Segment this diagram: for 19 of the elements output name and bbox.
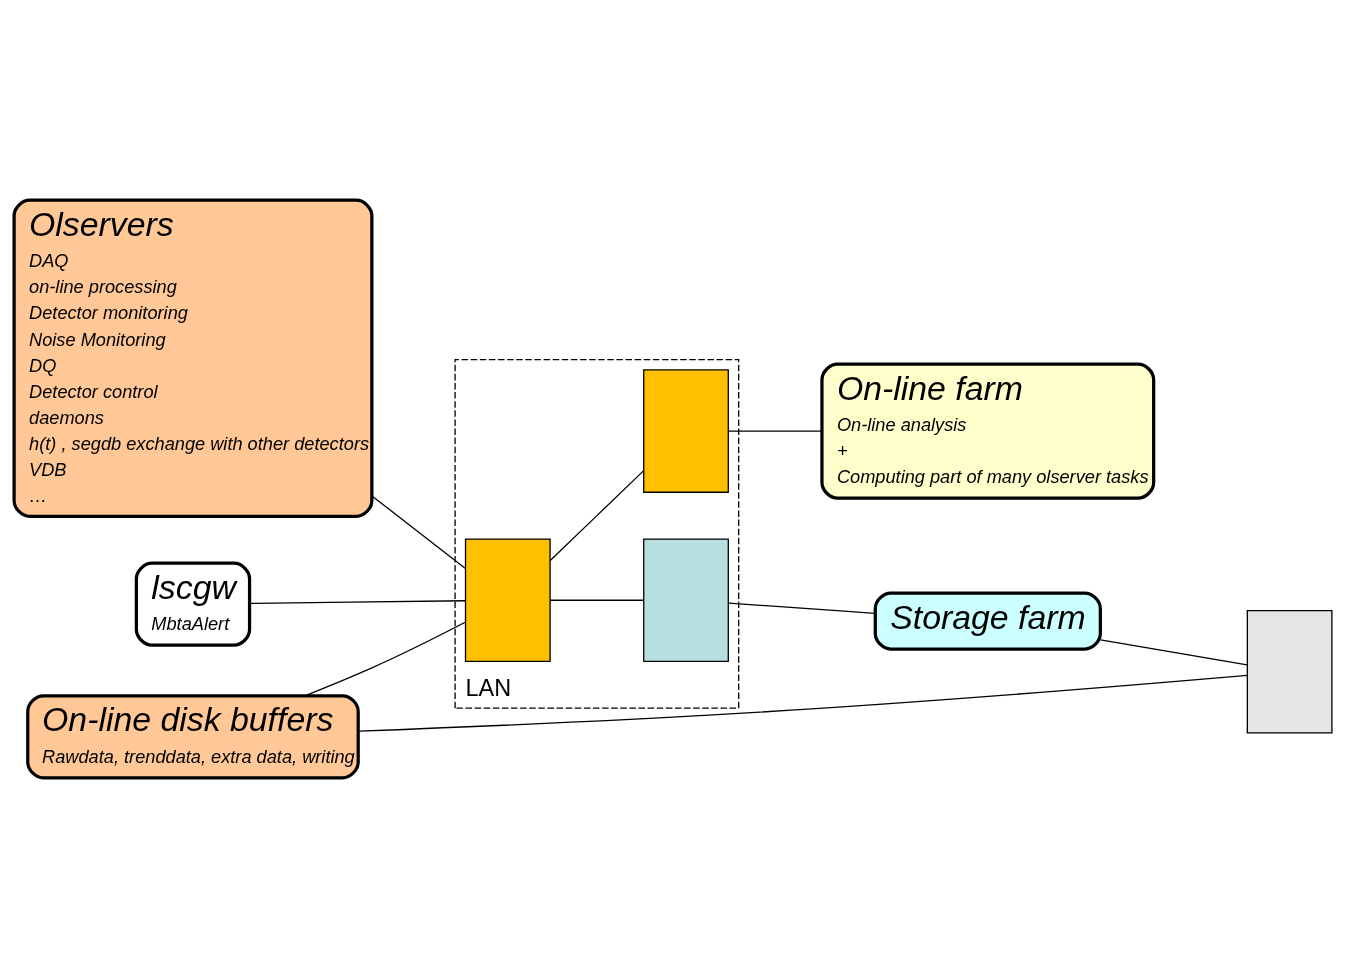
connector <box>549 469 644 561</box>
node-box: On-line farm On-line analysis + Computing part of many olserver tasks <box>820 362 1156 500</box>
node-box <box>1246 609 1333 734</box>
node-box: Storage farm <box>873 590 1102 651</box>
connector <box>304 621 466 696</box>
connector <box>249 599 467 604</box>
node-box: lscgw MbtaAlert <box>134 561 252 647</box>
connector <box>728 601 876 614</box>
cluster: LAN <box>454 358 740 709</box>
node-box: On-line disk buffers Rawdata, trenddata, extra data, writing <box>26 693 360 779</box>
connector <box>728 429 823 432</box>
node-box <box>464 537 551 662</box>
connector <box>358 674 1248 732</box>
connector <box>371 495 466 569</box>
connector <box>1099 638 1248 665</box>
connector <box>549 599 644 601</box>
node-box <box>643 368 729 493</box>
node-box <box>643 537 729 662</box>
node-box: Olservers DAQ on-line processing Detector monitoring Noise Monitoring DQ Detector control daemons h(t) , segdb exchange with other detectors VDB … <box>12 198 374 518</box>
